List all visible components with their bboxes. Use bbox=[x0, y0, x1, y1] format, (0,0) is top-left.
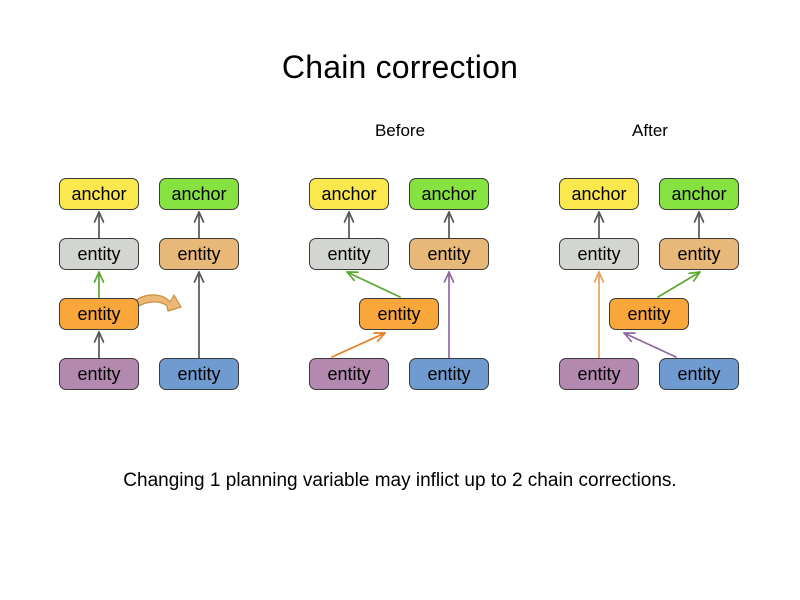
before-entity-blue[interactable]: entity bbox=[409, 358, 489, 390]
initial-arrow-grey-to-yellow-anchor bbox=[93, 211, 105, 239]
before-anchor-green[interactable]: anchor bbox=[409, 178, 489, 210]
after-entity-grey[interactable]: entity bbox=[559, 238, 639, 270]
node-label: entity bbox=[627, 304, 671, 324]
before-anchor-yellow[interactable]: anchor bbox=[309, 178, 389, 210]
initial-arrow-purple-to-orange bbox=[93, 331, 105, 359]
node-label: entity bbox=[677, 364, 721, 384]
initial-arrow-orange-to-grey bbox=[93, 271, 105, 299]
node-label: entity bbox=[327, 364, 371, 384]
after-entity-tan[interactable]: entity bbox=[659, 238, 739, 270]
node-label: entity bbox=[427, 244, 471, 264]
after-arrow-orange-to-tan bbox=[657, 271, 701, 298]
after-anchor-yellow[interactable]: anchor bbox=[559, 178, 639, 210]
initial-entity-grey[interactable]: entity bbox=[59, 238, 139, 270]
after-arrow-tan-to-green-anchor bbox=[693, 211, 705, 239]
node-label: entity bbox=[177, 244, 221, 264]
initial-entity-blue[interactable]: entity bbox=[159, 358, 239, 390]
before-entity-tan[interactable]: entity bbox=[409, 238, 489, 270]
initial-entity-purple[interactable]: entity bbox=[59, 358, 139, 390]
node-label: anchor bbox=[421, 184, 477, 204]
after-arrow-purple-to-grey bbox=[593, 271, 605, 359]
before-entity-grey[interactable]: entity bbox=[309, 238, 389, 270]
node-label: entity bbox=[177, 364, 221, 384]
node-label: entity bbox=[677, 244, 721, 264]
phase-label-before: Before bbox=[374, 121, 426, 140]
after-entity-blue[interactable]: entity bbox=[659, 358, 739, 390]
node-label: anchor bbox=[321, 184, 377, 204]
initial-entity-tan[interactable]: entity bbox=[159, 238, 239, 270]
initial-arrow-tan-to-green-anchor bbox=[193, 211, 205, 239]
node-label: anchor bbox=[171, 184, 227, 204]
after-arrow-blue-to-orange bbox=[623, 332, 677, 358]
node-label: anchor bbox=[71, 184, 127, 204]
after-arrow-grey-to-yellow-anchor bbox=[593, 211, 605, 239]
initial-anchor-yellow[interactable]: anchor bbox=[59, 178, 139, 210]
initial-anchor-green[interactable]: anchor bbox=[159, 178, 239, 210]
after-anchor-green[interactable]: anchor bbox=[659, 178, 739, 210]
page-title: Chain correction bbox=[281, 49, 519, 86]
node-label: entity bbox=[577, 244, 621, 264]
node-label: entity bbox=[577, 364, 621, 384]
before-arrow-orange-to-grey bbox=[346, 271, 401, 298]
initial-entity-orange[interactable]: entity bbox=[59, 298, 139, 330]
before-arrow-tan-to-green-anchor bbox=[443, 211, 455, 239]
before-arrow-blue-to-tan bbox=[443, 271, 455, 359]
before-arrow-grey-to-yellow-anchor bbox=[343, 211, 355, 239]
node-label: entity bbox=[77, 304, 121, 324]
after-entity-purple[interactable]: entity bbox=[559, 358, 639, 390]
before-entity-purple[interactable]: entity bbox=[309, 358, 389, 390]
phase-label-after: After bbox=[632, 121, 668, 140]
node-label: entity bbox=[77, 244, 121, 264]
after-entity-orange[interactable]: entity bbox=[609, 298, 689, 330]
node-label: entity bbox=[377, 304, 421, 324]
node-label: anchor bbox=[671, 184, 727, 204]
node-label: anchor bbox=[571, 184, 627, 204]
node-label: entity bbox=[77, 364, 121, 384]
diagram-caption: Changing 1 planning variable may inflict… bbox=[123, 470, 677, 491]
node-label: entity bbox=[427, 364, 471, 384]
initial-arrow-blue-to-tan bbox=[193, 271, 205, 359]
before-arrow-purple-to-orange bbox=[331, 332, 386, 358]
before-entity-orange[interactable]: entity bbox=[359, 298, 439, 330]
node-label: entity bbox=[327, 244, 371, 264]
